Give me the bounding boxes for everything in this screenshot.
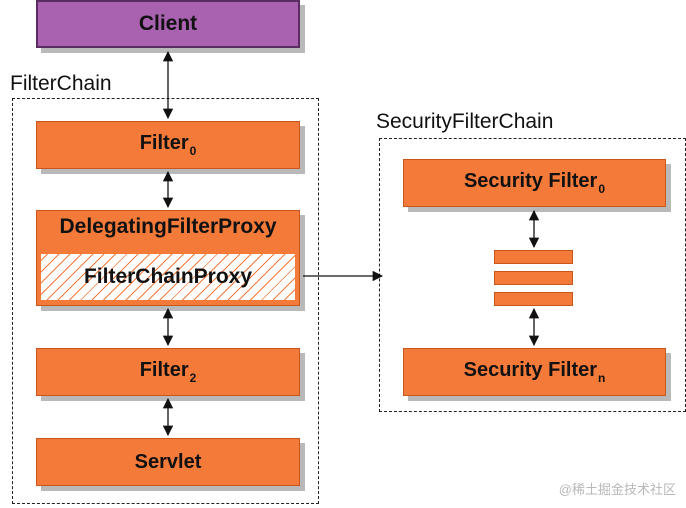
security-filter-first-box: Security Filter0	[403, 159, 666, 207]
watermark-text: @稀土掘金技术社区	[558, 482, 676, 497]
filter0-label: Filter0	[139, 132, 197, 158]
servlet-label: Servlet	[134, 450, 202, 473]
filter2-label: Filter2	[139, 359, 197, 385]
filter-chain-proxy-box: FilterChainProxy	[40, 253, 296, 301]
delegating-filter-proxy-label: DelegatingFilterProxy	[59, 215, 277, 238]
security-filter-first-label: Security Filter0	[463, 170, 606, 196]
client-box: Client	[36, 0, 300, 48]
filter0-box: Filter0	[36, 121, 300, 169]
security-filter-last-label: Security Filtern	[463, 359, 606, 385]
security-filter-stack-bar-3	[494, 292, 573, 306]
filter-chain-title: FilterChain	[10, 72, 112, 95]
filter2-box: Filter2	[36, 348, 300, 396]
security-filter-stack-bar-2	[494, 271, 573, 285]
client-label: Client	[138, 12, 198, 35]
security-filter-chain-title: SecurityFilterChain	[376, 110, 554, 133]
security-filter-stack-bar-1	[494, 250, 573, 264]
servlet-box: Servlet	[36, 438, 300, 486]
security-filter-last-box: Security Filtern	[403, 348, 666, 396]
filter-chain-proxy-label: FilterChainProxy	[83, 265, 253, 288]
